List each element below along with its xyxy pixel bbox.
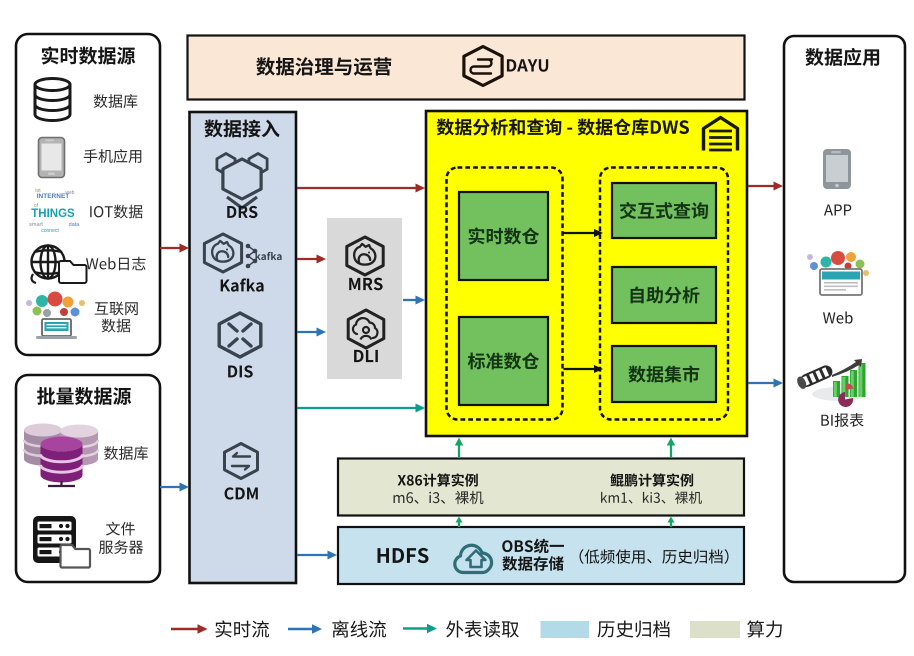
svg-text:data: data — [69, 222, 81, 228]
svg-text:smart: smart — [29, 222, 43, 228]
svg-text:THINGS: THINGS — [31, 208, 75, 220]
svg-text:INTERNET: INTERNET — [37, 193, 70, 200]
svg-text:web: web — [65, 190, 74, 196]
svg-text:connect: connect — [41, 228, 59, 234]
svg-text:iot: iot — [35, 188, 41, 194]
svg-text:of: of — [34, 203, 39, 209]
